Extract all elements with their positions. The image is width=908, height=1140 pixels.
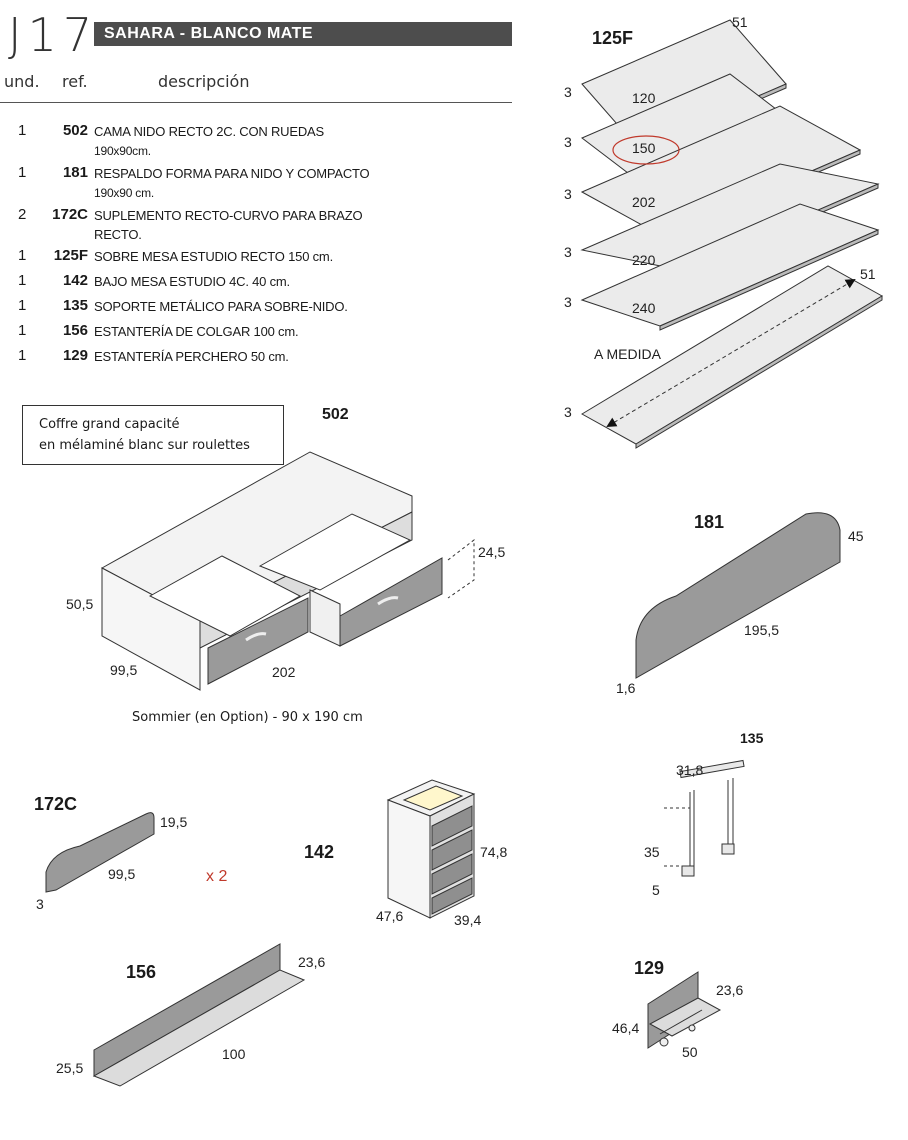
- dim-custom-depth: 51: [860, 266, 876, 282]
- dim-502-width: 202: [272, 664, 296, 680]
- item-qty: 1: [18, 322, 27, 339]
- dim-172C-thickness: 3: [36, 896, 44, 912]
- quantity-multiplier: x 2: [206, 868, 228, 885]
- dim-172C-height: 19,5: [160, 814, 188, 830]
- desk-top-board-custom: [581, 265, 883, 449]
- label-135: 135: [740, 730, 764, 746]
- custom-length-arrow: [607, 278, 856, 427]
- dim-142-height: 74,8: [480, 844, 508, 860]
- item-ref: 181: [62, 164, 88, 181]
- dim-135-width: 31,8: [676, 762, 704, 778]
- dim-thickness: 3: [564, 186, 572, 202]
- item-qty: 1: [18, 164, 27, 181]
- item-ref: 502: [62, 122, 88, 139]
- dim-181-thickness: 1,6: [616, 680, 636, 696]
- label-156: 156: [126, 962, 157, 982]
- item-ref: 156: [62, 322, 88, 339]
- dim-129-height: 46,4: [612, 1020, 640, 1036]
- dim-thickness: 3: [564, 244, 572, 260]
- item-desc: SOPORTE METÁLICO PARA SOBRE-NIDO.: [94, 299, 348, 314]
- coat-shelf-129-drawing: [647, 971, 722, 1049]
- dim-129-width: 50: [682, 1044, 698, 1060]
- finish-title-bar: SAHARA - BLANCO MATE: [94, 22, 512, 46]
- dim-172C-width: 99,5: [108, 866, 136, 882]
- dim-135-height: 35: [644, 844, 660, 860]
- item-desc: ESTANTERÍA PERCHERO 50 cm.: [94, 349, 289, 364]
- desk-top-125F-stack: [580, 19, 883, 449]
- dim-142-width: 39,4: [454, 912, 482, 928]
- desk-top-board: [580, 203, 880, 331]
- dim-width-202: 202: [632, 194, 656, 210]
- item-qty: 1: [18, 297, 27, 314]
- item-ref: 172C: [52, 206, 88, 223]
- dim-125F-depth: 51: [732, 14, 748, 30]
- item-qty: 1: [18, 347, 27, 364]
- storage-note-box: Coffre grand capacité en mélaminé blanc …: [22, 405, 284, 465]
- label-502: 502: [322, 406, 349, 423]
- item-qty: 1: [18, 122, 27, 139]
- dim-181-width: 195,5: [744, 622, 780, 638]
- support-135-drawing: [664, 759, 745, 877]
- dim-width-240: 240: [632, 300, 656, 316]
- sommier-note: Sommier (en Option) - 90 x 190 cm: [132, 710, 363, 725]
- dim-thickness: 3: [564, 294, 572, 310]
- dim-thickness: 3: [564, 84, 572, 100]
- item-qty: 1: [18, 272, 27, 289]
- label-181: 181: [694, 512, 725, 532]
- label-142: 142: [304, 842, 335, 862]
- dim-width-150: 150: [632, 140, 656, 156]
- dim-thickness: 3: [564, 404, 572, 420]
- item-ref: 125F: [53, 247, 88, 264]
- dim-156-depth: 23,6: [298, 954, 326, 970]
- item-desc: SOBRE MESA ESTUDIO RECTO 150 cm.: [94, 249, 333, 264]
- dim-181-height: 45: [848, 528, 864, 544]
- dim-thickness: 3: [564, 134, 572, 150]
- bed-502-drawing: [100, 451, 475, 691]
- note-line-2: en mélaminé blanc sur roulettes: [39, 438, 250, 453]
- dim-width-220: 220: [632, 252, 656, 268]
- item-ref: 142: [62, 272, 88, 289]
- header-divider: [0, 102, 512, 103]
- dim-142-depth: 47,6: [376, 908, 404, 924]
- dim-502-depth: 99,5: [110, 662, 138, 678]
- label-125F: 125F: [592, 28, 634, 48]
- catalog-code: J17: [8, 8, 99, 62]
- dim-156-width: 100: [222, 1046, 246, 1062]
- col-header-description: descripción: [158, 72, 250, 91]
- item-qty: 2: [18, 206, 27, 223]
- item-qty: 1: [18, 247, 27, 264]
- col-header-units: und.: [4, 72, 40, 91]
- item-ref: 135: [62, 297, 88, 314]
- highlight-150-ellipse: [612, 135, 680, 165]
- label-129: 129: [634, 958, 665, 978]
- drawer-unit-142-drawing: [386, 779, 476, 919]
- dim-502-drawer-height: 24,5: [478, 544, 506, 560]
- label-custom-size: A MEDIDA: [594, 346, 661, 362]
- label-172C: 172C: [34, 794, 78, 814]
- col-header-ref: ref.: [62, 72, 88, 91]
- dim-156-height: 25,5: [56, 1060, 84, 1076]
- headboard-181-drawing: [635, 512, 841, 679]
- item-ref: 129: [62, 347, 88, 364]
- item-desc: ESTANTERÍA DE COLGAR 100 cm.: [94, 324, 299, 339]
- dim-width-120: 120: [632, 90, 656, 106]
- note-line-1: Coffre grand capacité: [39, 417, 180, 432]
- shelf-156-drawing: [92, 943, 306, 1087]
- item-desc: BAJO MESA ESTUDIO 4C. 40 cm.: [94, 274, 290, 289]
- dim-502-height: 50,5: [66, 596, 94, 612]
- armrest-172C-drawing: [45, 812, 155, 893]
- dim-135-base: 5: [652, 882, 660, 898]
- dim-129-depth: 23,6: [716, 982, 744, 998]
